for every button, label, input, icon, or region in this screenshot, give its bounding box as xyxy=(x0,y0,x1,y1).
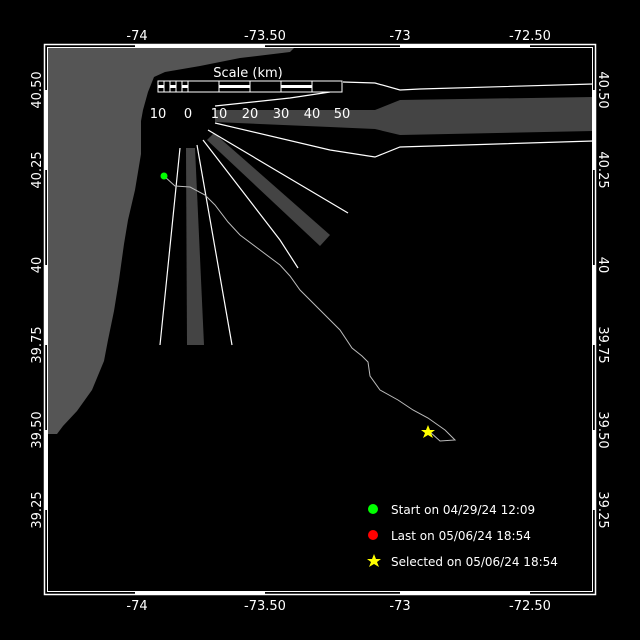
legend: Start on 04/29/24 12:09 Last on 05/06/24… xyxy=(367,503,558,569)
svg-text:-72.50: -72.50 xyxy=(509,29,551,44)
legend-selected: Selected on 05/06/24 18:54 xyxy=(391,555,558,569)
last-legend-dot xyxy=(368,530,378,540)
svg-text:40: 40 xyxy=(595,257,610,274)
scale-label: 10 xyxy=(211,107,228,122)
scale-label: 30 xyxy=(273,107,290,122)
selected-legend-star-icon xyxy=(367,554,381,567)
scale-label: 40 xyxy=(304,107,321,122)
svg-text:40: 40 xyxy=(30,257,45,274)
svg-text:39.75: 39.75 xyxy=(30,326,45,363)
scale-bar: Scale (km) 10 0 10 20 30 40 50 xyxy=(150,66,351,122)
start-marker xyxy=(160,172,168,180)
svg-text:-73.50: -73.50 xyxy=(244,29,286,44)
svg-text:40.25: 40.25 xyxy=(595,151,610,188)
svg-text:40.50: 40.50 xyxy=(595,71,610,108)
frame-ticks xyxy=(44,44,596,595)
svg-text:40.25: 40.25 xyxy=(30,151,45,188)
drifter-track xyxy=(163,175,457,442)
scale-title: Scale (km) xyxy=(213,66,282,81)
legend-start: Start on 04/29/24 12:09 xyxy=(391,503,535,517)
svg-text:40.50: 40.50 xyxy=(30,71,45,108)
start-legend-dot xyxy=(368,504,378,514)
land-coastline xyxy=(47,47,295,434)
scale-label: 10 xyxy=(150,107,167,122)
legend-last: Last on 05/06/24 18:54 xyxy=(391,529,531,543)
selected-star-marker xyxy=(421,425,435,438)
svg-text:39.25: 39.25 xyxy=(30,491,45,528)
scale-label: 50 xyxy=(334,107,351,122)
svg-text:-73: -73 xyxy=(389,29,410,44)
svg-text:-74: -74 xyxy=(126,599,147,614)
svg-text:39.50: 39.50 xyxy=(30,411,45,448)
svg-text:-73: -73 xyxy=(389,599,410,614)
svg-text:-72.50: -72.50 xyxy=(509,599,551,614)
longitude-labels: -74 -73.50 -73 -72.50 -74 -73.50 -73 -72… xyxy=(126,29,551,614)
scale-label: 0 xyxy=(184,107,192,122)
scale-label: 20 xyxy=(242,107,259,122)
svg-text:39.75: 39.75 xyxy=(595,326,610,363)
latitude-labels: 40.50 40.25 40 39.75 39.50 39.25 40.50 4… xyxy=(30,71,610,528)
svg-text:39.25: 39.25 xyxy=(595,491,610,528)
svg-text:39.50: 39.50 xyxy=(595,411,610,448)
svg-text:-74: -74 xyxy=(126,29,147,44)
svg-text:-73.50: -73.50 xyxy=(244,599,286,614)
radar-coverage xyxy=(159,81,594,346)
